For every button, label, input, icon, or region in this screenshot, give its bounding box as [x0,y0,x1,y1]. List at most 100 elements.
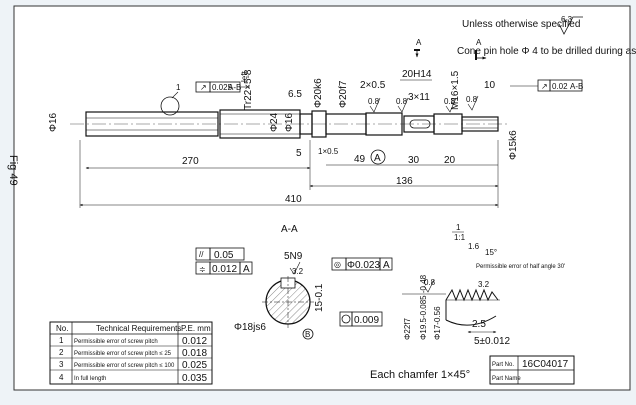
title-block: Part No. 16C04017 Part Name [489,355,575,385]
ra-1-6: 1.6 [468,242,480,251]
dim-5n9: 5N9 [284,251,303,262]
svg-text:6.3: 6.3 [561,15,573,24]
datum-b-circle [302,328,314,340]
parallel-icon: // [199,250,204,259]
dim-lead: 5±0.012 [474,336,511,347]
dim-49: 49 [354,154,366,165]
runout-arrow-icon: ↗ [200,83,207,92]
dim-d20f7: Φ20f7 [338,80,349,108]
detail-scale: 1:1 [454,233,466,242]
svg-text:A: A [383,260,390,271]
dim-d15k6: Φ15k6 [508,130,519,160]
dim-d20k6: Φ20k6 [313,78,324,108]
table-cell: 3 [59,360,64,369]
table-cell: Permissible error of screw pitch ≤ 100 [74,363,175,369]
dim-30: 30 [408,155,420,166]
svg-text:0.025: 0.025 [212,83,233,92]
figure-label: Fig 49 [7,155,19,186]
svg-text:A: A [243,264,250,275]
dim-d22f7: Φ22f7 [403,317,412,340]
table-cell: Permissible error of screw pitch [74,339,158,345]
detail-circle [160,96,180,116]
half-angle-note: Permissible error of half angle 30' [476,264,565,270]
svg-text:0.8: 0.8 [396,97,408,106]
svg-text:0.8: 0.8 [424,278,436,287]
svg-text:0.05: 0.05 [214,250,234,261]
table-cell: Permissible error of screw pitch ≤ 25 [74,351,172,357]
dim-270: 270 [182,156,199,167]
ra-mark-d: 0.8 [466,95,479,111]
part-no-value: 16C04017 [522,359,569,370]
dim-10: 10 [484,80,496,91]
ra-mark-detail: 0.8 [423,278,436,293]
dim-d16-left: Φ16 [48,112,59,132]
surface-finish-symbol: 6.3 [558,15,583,35]
dim-136: 136 [396,176,413,187]
surface-finish-note: Unless otherwise specified [462,19,580,30]
thread-angle: 15° [485,248,497,257]
svg-text:0.009: 0.009 [354,315,379,326]
section-ra-mark: 3.2 [289,261,304,276]
datum-b-label: B [305,330,310,339]
table-cell: 0.018 [182,348,207,359]
detail-label-1: 1 [176,83,181,92]
table-cell: 0.035 [182,373,207,384]
part-no-label: Part No. [492,362,514,368]
dim-6-5: 6.5 [288,89,302,100]
section-label: A-A [281,224,298,235]
requirements-table: No. Technical Requirements P.E. mm 1 Per… [49,321,213,385]
dim-410: 410 [285,194,302,205]
thread-profile [445,288,500,326]
circularity-icon [341,314,351,324]
dim-20: 20 [444,155,456,166]
svg-text:0.02: 0.02 [552,82,568,91]
svg-text:0.012: 0.012 [212,264,237,275]
table-header-pe: P.E. mm [181,324,211,333]
dim-d17: Φ17-0.56 [433,306,442,340]
section-arrow-top: A [414,38,422,58]
dim-3x11: 3×11 [408,92,430,103]
table-header-no: No. [56,324,68,333]
circularity-frame: 0.009 [339,311,383,327]
section-arrow-right: A [475,38,487,60]
table-cell: 0.012 [182,336,207,347]
dim-d24: Φ24 [269,112,280,132]
table-header-req: Technical Requirements [96,324,181,333]
dim-d18js6: Φ18js6 [234,322,266,333]
runout-arrow-icon: ↗ [541,82,548,91]
runout-frame-left: ↗ 0.025 A-B [195,81,250,93]
svg-text:A: A [416,38,422,47]
svg-text:Φ0.023: Φ0.023 [347,260,380,271]
concentricity-icon: ◎ [334,260,341,269]
dim-pitch: 2.5 [472,319,486,330]
table-cell: 2 [59,348,64,357]
ra-mark-a: 0.8 [368,97,381,113]
table-cell: 1 [59,336,64,345]
part-name-label: Part Name [492,376,521,382]
svg-text:0.8: 0.8 [466,95,478,104]
symmetry-icon: ≑ [199,265,206,274]
datum-a-circle [370,149,386,165]
dim-2x05: 2×0.5 [360,80,386,91]
dim-thread-hand: left [240,71,249,82]
section-parallel-frame: // 0.05 [195,247,245,261]
dim-keyway: 20H14 [402,69,432,80]
datum-a-label: A [374,153,381,164]
dim-15-01: 15-0.1 [314,283,325,312]
chamfer-note: Each chamfer 1×45° [370,369,470,381]
dim-m16: M16×1.5 [450,70,461,110]
dim-d19-5: Φ19.5-0.085 -0.48 [419,274,428,340]
dim-5: 5 [296,148,302,159]
svg-text:A-B: A-B [228,83,241,92]
svg-text:3.2: 3.2 [292,267,304,276]
svg-text:A-B: A-B [570,82,583,91]
table-cell: In full length [74,376,106,382]
detail-1-label: 1 [456,223,461,232]
table-cell: 4 [59,373,64,382]
section-view [262,276,314,328]
ra-3-2: 3.2 [478,280,490,289]
svg-text:A: A [476,38,482,47]
drawing-frame [13,5,631,391]
